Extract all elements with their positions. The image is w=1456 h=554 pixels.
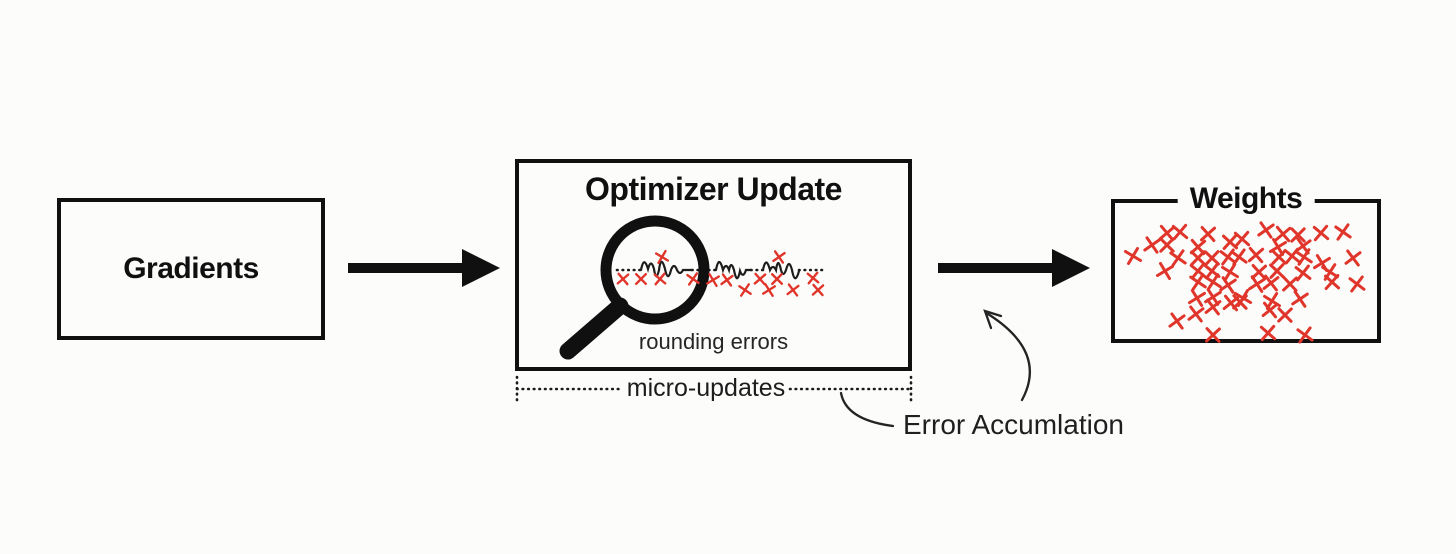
micro-updates-label: micro-updates	[626, 374, 786, 402]
gradients-label: Gradients	[123, 252, 259, 285]
arrow-right-icon	[348, 249, 500, 287]
weights-node: Weights	[1111, 181, 1381, 343]
weights-label: Weights	[1177, 181, 1315, 217]
error-accumulation-label: Error Accumlation	[903, 409, 1124, 440]
annotation-leader-line	[839, 391, 895, 428]
curved-arrow-icon	[983, 309, 1031, 402]
rounding-errors-caption: rounding errors	[638, 329, 789, 354]
gradients-node: Gradients	[57, 198, 325, 340]
optimizer-update-node: Optimizer Update rounding errors	[515, 159, 912, 371]
optimizer-update-title: Optimizer Update	[585, 171, 842, 207]
arrow-right-icon	[938, 249, 1090, 287]
